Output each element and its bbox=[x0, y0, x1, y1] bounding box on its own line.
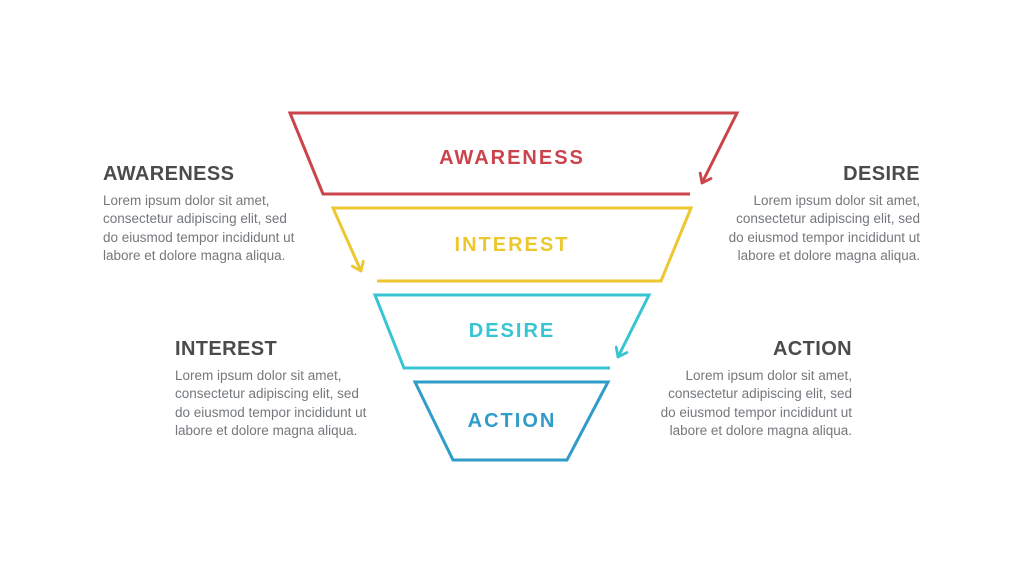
annotation-body-line: do eiusmod tempor incididunt ut bbox=[660, 404, 852, 420]
annotation-body-line: labore et dolore magna aliqua. bbox=[175, 423, 358, 439]
annotation-body-line: Lorem ipsum dolor sit amet, bbox=[753, 193, 920, 208]
annotation-body-desire: Lorem ipsum dolor sit amet, consectetur a… bbox=[680, 192, 920, 266]
annotation-body-line: do eiusmod tempor incididunt ut bbox=[175, 404, 367, 420]
annotation-action: ACTION Lorem ipsum dolor sit amet, consec… bbox=[612, 338, 852, 441]
annotation-body-line: Lorem ipsum dolor sit amet, bbox=[175, 368, 342, 383]
annotation-title-action: ACTION bbox=[772, 338, 852, 360]
annotation-title-awareness: AWARENESS bbox=[103, 163, 235, 185]
annotation-title-interest: INTEREST bbox=[175, 338, 278, 360]
funnel-segment-desire-outline-with-arrow bbox=[372, 293, 652, 370]
annotation-desire: DESIRE Lorem ipsum dolor sit amet, consec… bbox=[680, 163, 920, 266]
annotation-body-line: consectetur adipiscing elit, sed bbox=[736, 211, 920, 227]
funnel-level-action: ACTION bbox=[412, 380, 611, 462]
annotation-body-line: do eiusmod tempor incididunt ut bbox=[103, 229, 295, 245]
annotation-body-line: labore et dolore magna aliqua. bbox=[103, 248, 286, 264]
annotation-body-line: consectetur adipiscing elit, sed bbox=[175, 386, 359, 402]
funnel-level-awareness: AWARENESS bbox=[287, 111, 740, 196]
funnel-segment-action-outline bbox=[412, 380, 611, 462]
annotation-body-action: Lorem ipsum dolor sit amet, consectetur a… bbox=[612, 367, 852, 441]
funnel-segment-awareness-outline-with-arrow bbox=[287, 111, 740, 196]
annotation-body-line: consectetur adipiscing elit, sed bbox=[103, 211, 287, 227]
annotation-body-line: Lorem ipsum dolor sit amet, bbox=[103, 193, 270, 208]
annotation-body-line: labore et dolore magna aliqua. bbox=[737, 248, 920, 264]
annotation-body-line: do eiusmod tempor incididunt ut bbox=[728, 229, 920, 245]
funnel-label-action: ACTION bbox=[468, 410, 557, 432]
funnel-segment-interest-outline-with-arrow bbox=[330, 206, 694, 283]
annotation-title-desire: DESIRE bbox=[843, 163, 920, 185]
annotation-awareness: AWARENESS Lorem ipsum dolor sit amet, con… bbox=[103, 163, 343, 266]
annotation-interest: INTEREST Lorem ipsum dolor sit amet, cons… bbox=[175, 338, 415, 441]
funnel-level-desire: DESIRE bbox=[372, 293, 652, 370]
annotation-body-awareness: Lorem ipsum dolor sit amet, consectetur a… bbox=[103, 192, 343, 266]
annotation-body-line: labore et dolore magna aliqua. bbox=[669, 423, 852, 439]
annotation-body-line: consectetur adipiscing elit, sed bbox=[668, 386, 852, 402]
funnel-label-desire: DESIRE bbox=[469, 320, 555, 342]
funnel-label-awareness: AWARENESS bbox=[439, 147, 585, 169]
funnel-label-interest: INTEREST bbox=[455, 234, 570, 256]
annotation-body-interest: Lorem ipsum dolor sit amet, consectetur a… bbox=[175, 367, 415, 441]
funnel-level-interest: INTEREST bbox=[330, 206, 694, 283]
annotation-body-line: Lorem ipsum dolor sit amet, bbox=[685, 368, 852, 383]
